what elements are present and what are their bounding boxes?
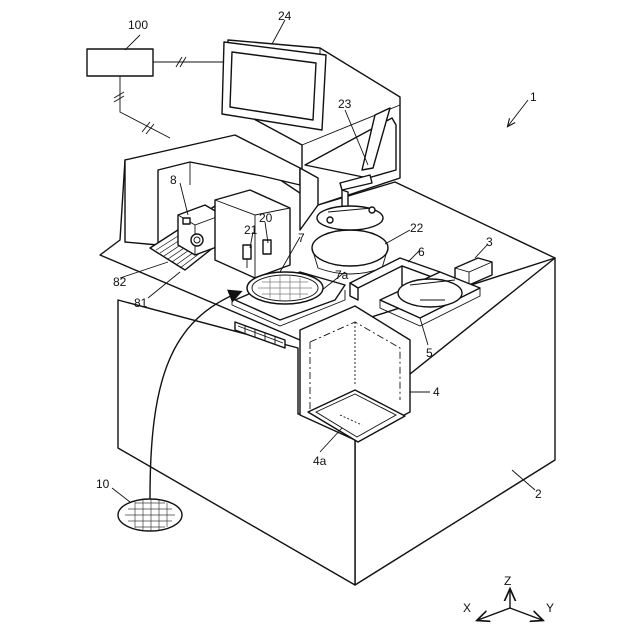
label-4: 4: [433, 385, 440, 399]
label-3: 3: [486, 235, 493, 249]
label-20: 20: [259, 211, 273, 225]
label-22: 22: [410, 221, 424, 235]
label-10: 10: [96, 477, 110, 491]
label-1: 1: [530, 90, 537, 104]
label-24: 24: [278, 9, 292, 23]
cassette-4: [300, 306, 410, 442]
label-2: 2: [535, 487, 542, 501]
label-23: 23: [338, 97, 352, 111]
label-5: 5: [426, 346, 433, 360]
axis-indicator: [478, 590, 542, 620]
label-6: 6: [418, 245, 425, 259]
control-unit-box: [87, 49, 225, 138]
label-81: 81: [134, 296, 148, 310]
label-82: 82: [113, 275, 127, 289]
axis-label-x: X: [463, 601, 471, 615]
wafer-10: [118, 499, 182, 531]
axis-label-z: Z: [504, 574, 511, 588]
label-21: 21: [244, 223, 258, 237]
label-7: 7: [298, 231, 305, 245]
label-100: 100: [128, 18, 148, 32]
label-8: 8: [170, 173, 177, 187]
label-7a: 7a: [335, 268, 349, 282]
label-4a: 4a: [313, 454, 327, 468]
axis-label-y: Y: [546, 601, 554, 615]
monitor: [222, 42, 326, 130]
